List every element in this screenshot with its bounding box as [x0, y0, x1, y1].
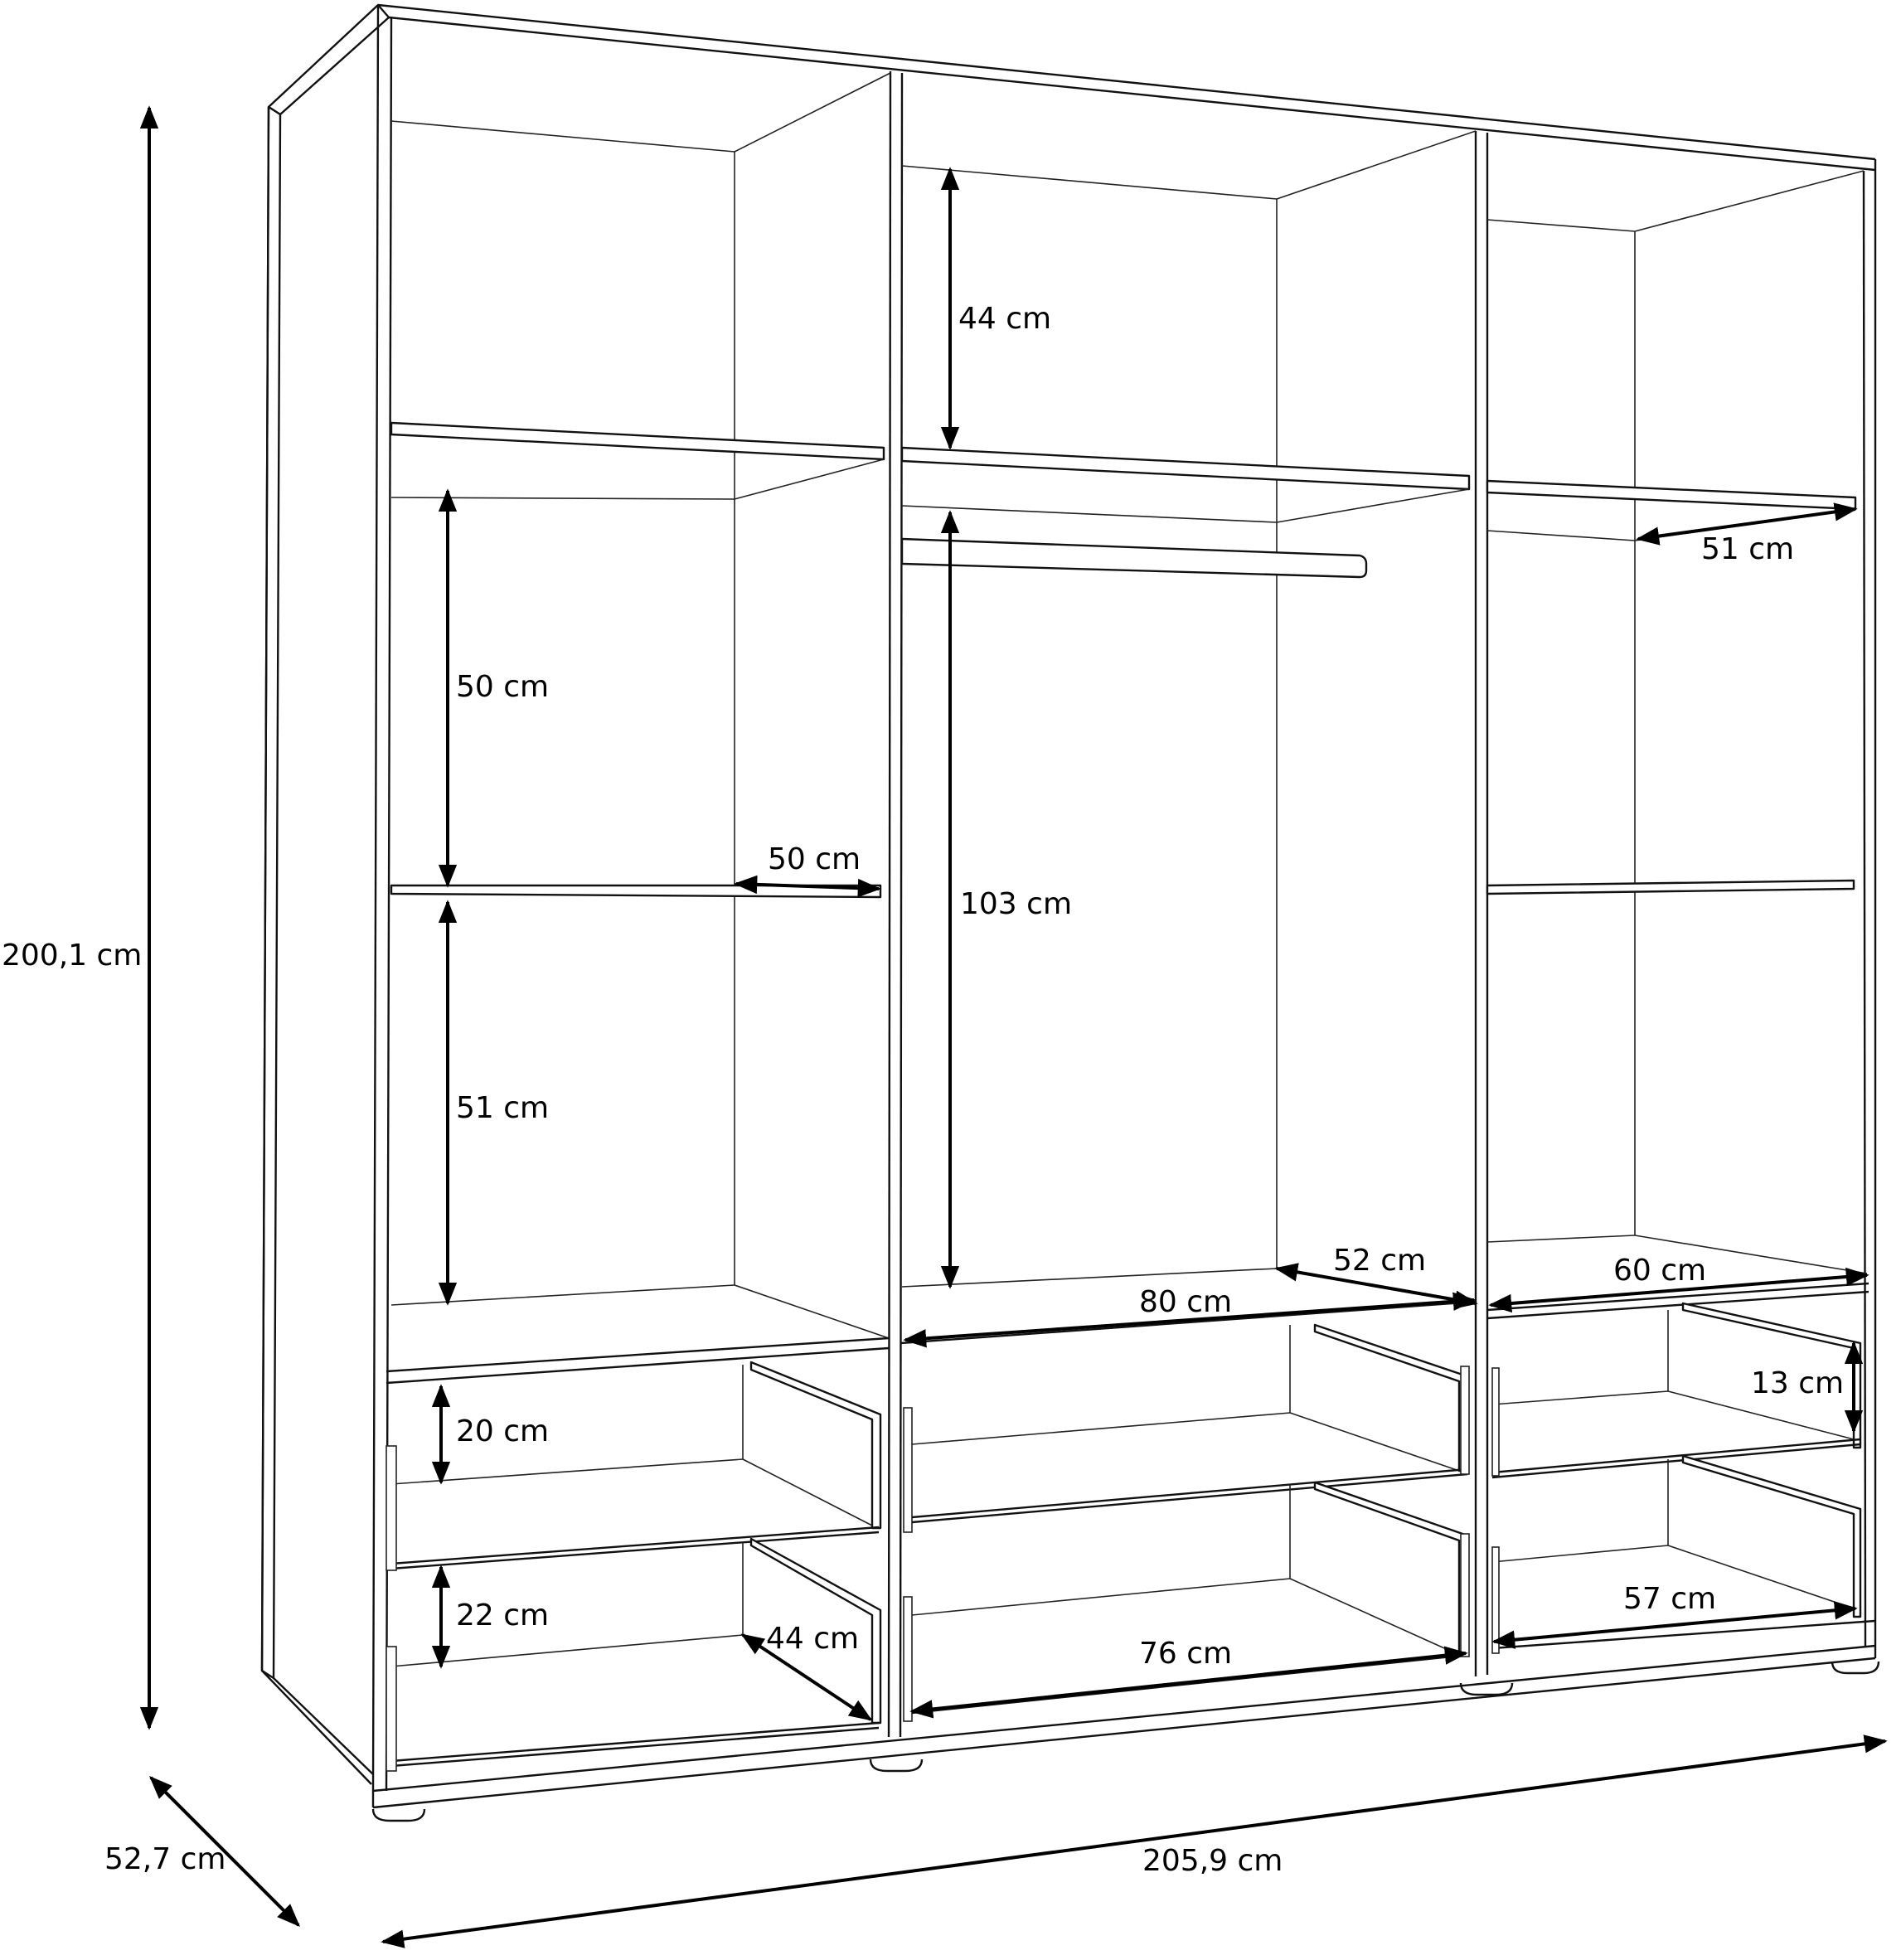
overall-depth-label: 52,7 cm — [104, 1842, 226, 1876]
middle-compartment — [900, 130, 1477, 1715]
left-drawer-1-height-label: 20 cm — [456, 1414, 549, 1448]
left-shelf-depth-label: 50 cm — [768, 842, 861, 876]
left-shelf-gap-lower-label: 51 cm — [456, 1091, 549, 1125]
left-compartment — [386, 72, 913, 1772]
middle-base-depth-label: 52 cm — [1333, 1244, 1426, 1278]
right-inner-width-label: 60 cm — [1613, 1254, 1706, 1288]
overall-height-label: 200,1 cm — [2, 939, 142, 973]
middle-top-height-label: 44 cm — [958, 302, 1051, 336]
left-drawer-depth-label: 44 cm — [766, 1622, 859, 1656]
right-compartment — [1486, 170, 1876, 1654]
overall-width-label: 205,9 cm — [1142, 1844, 1283, 1878]
dimension-labels: 200,1 cm 52,7 cm 205,9 cm 50 cm 50 cm 51… — [2, 302, 1844, 1878]
middle-inner-width-label: 80 cm — [1139, 1285, 1232, 1319]
left-shelf-gap-upper-label: 50 cm — [456, 670, 549, 704]
right-shelf-depth-label: 51 cm — [1701, 532, 1794, 566]
middle-drawer-width-label: 76 cm — [1139, 1637, 1232, 1671]
right-drawer-width-label: 57 cm — [1623, 1582, 1716, 1616]
middle-hanging-height-label: 103 cm — [960, 887, 1072, 921]
left-drawer-2-height-label: 22 cm — [456, 1599, 549, 1633]
right-drawer-height-label: 13 cm — [1751, 1366, 1844, 1400]
dimension-lines — [139, 105, 1888, 1948]
